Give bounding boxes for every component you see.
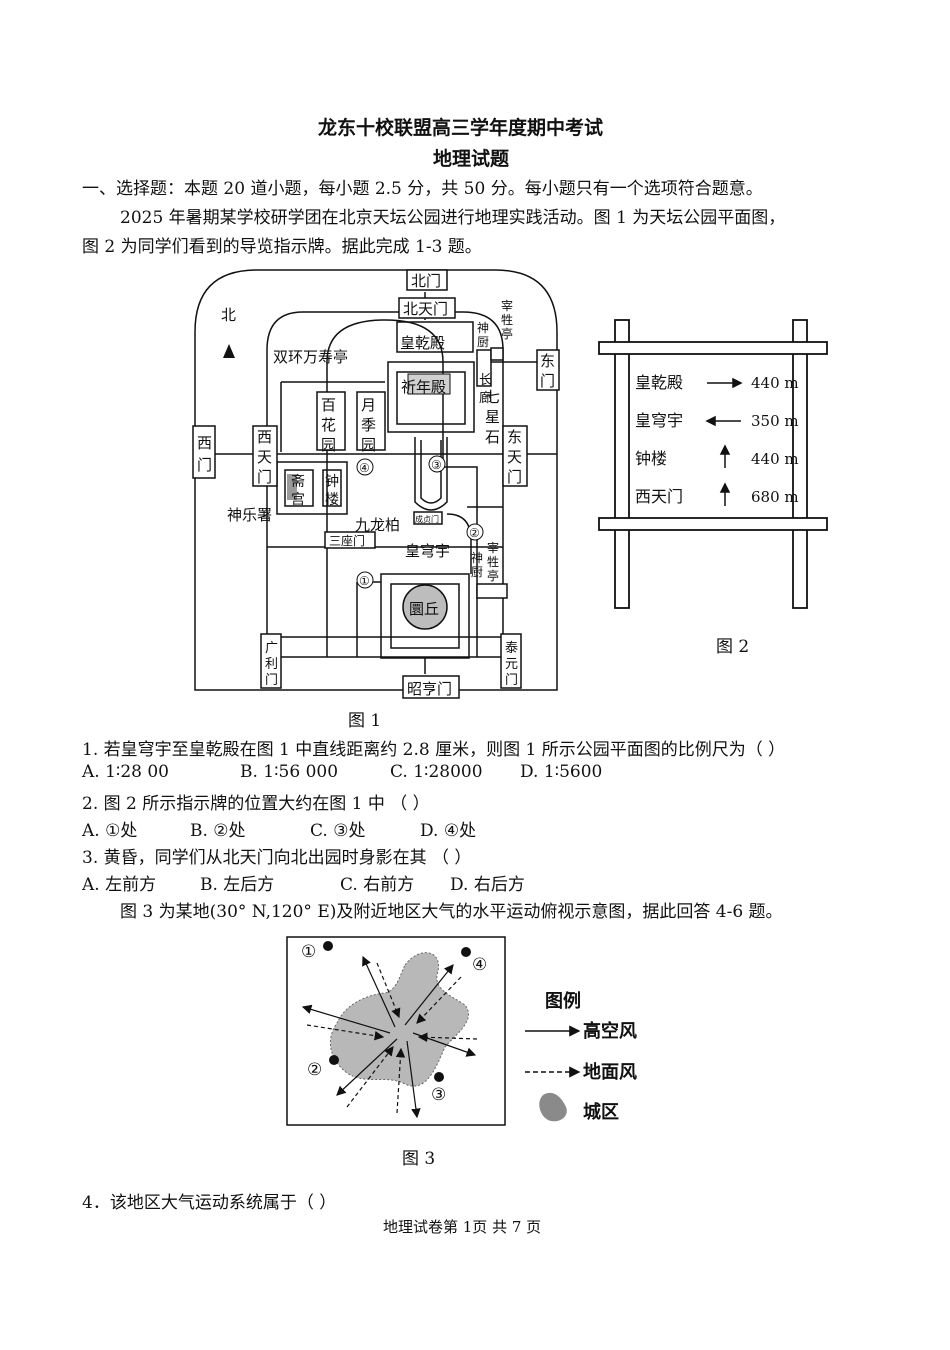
label-huangqiongyu: 皇穹宇 <box>405 542 450 560</box>
arrow-right-icon <box>732 377 743 389</box>
label-qixingshi: 七星石 <box>485 388 500 446</box>
label-shenchu: 神厨 <box>477 321 489 349</box>
q2-option-a: A. ①处 <box>82 821 138 841</box>
q3-option-c: C. 右前方 <box>340 875 415 895</box>
north-label: 北 <box>221 306 236 324</box>
label-changlang: 长廊 <box>479 373 492 406</box>
label-zhaohengmen: 昭亨门 <box>407 680 452 698</box>
page-subtitle: 地理试题 <box>433 148 510 170</box>
legend-city: 城区 <box>583 1101 619 1123</box>
label-taiyuanmen: 泰元门 <box>505 641 518 688</box>
q3-option-b: B. 左后方 <box>200 875 275 895</box>
q2-option-c: C. ③处 <box>310 821 366 841</box>
context-line-1: 2025 年暑期某学校研学团在北京天坛公园进行地理实践活动。图 1 为天坛公园平… <box>120 208 786 228</box>
q1-option-d: D. 1∶5600 <box>520 762 603 782</box>
q2-option-d: D. ④处 <box>420 821 477 841</box>
q1-option-c: C. 1∶28000 <box>390 762 483 782</box>
point-1: ① <box>301 942 316 962</box>
label-huangqiandian: 皇乾殿 <box>400 334 445 352</box>
label-dongmen: 东门 <box>540 352 555 390</box>
question-4: 4．该地区大气运动系统属于（ ） <box>82 1193 337 1213</box>
page-footer: 地理试卷第 1页 共 7 页 <box>383 1218 542 1236</box>
label-zaishengting-2: 宰牲亭 <box>487 540 499 583</box>
figure-2-caption: 图 2 <box>716 637 750 657</box>
question-3: 3. 黄昏，同学们从北天门向北出园时身影在其 （ ） <box>82 848 472 868</box>
context-fig3: 图 3 为某地(30° N,120° E)及附近地区大气的水平运动俯视示意图，据… <box>120 902 783 922</box>
label-shenchu-2: 神厨 <box>471 551 483 579</box>
label-zaishengting: 宰牲亭 <box>501 298 513 341</box>
label-yuanqiu: 圜丘 <box>409 600 439 618</box>
marker-4: ④ <box>359 461 370 475</box>
figure-3-caption: 图 3 <box>402 1149 436 1169</box>
label-beitianmen: 北天门 <box>403 300 448 318</box>
label-shenleshu: 神乐署 <box>227 506 272 524</box>
figure-2-signpost: 皇乾殿 440 m 皇穹宇 350 m 钟楼 440 m 西天门 680 m <box>598 319 828 609</box>
label-guanglimen: 广利门 <box>265 641 278 688</box>
label-zhaigong: 斋宫 <box>291 473 305 508</box>
context-line-2: 图 2 为同学们看到的导览指示牌。据此完成 1-3 题。 <box>82 237 482 257</box>
label-dongtianmen: 东天门 <box>507 428 522 486</box>
label-ximen: 西门 <box>197 434 212 474</box>
label-chengzhenmen: 成贞门 <box>415 514 439 524</box>
point-4: ④ <box>472 955 487 975</box>
sign-row-4-name: 西天门 <box>635 487 683 506</box>
q3-option-d: D. 右后方 <box>450 875 525 895</box>
sign-row-1-name: 皇乾殿 <box>635 373 683 392</box>
point-3: ③ <box>431 1085 446 1105</box>
label-shuanghuan: 双环万寿亭 <box>273 348 348 366</box>
label-qiniandian: 祈年殿 <box>401 378 446 396</box>
city-area <box>329 952 469 1087</box>
q3-option-a: A. 左前方 <box>82 875 157 895</box>
marker-1: ① <box>359 574 370 588</box>
legend-city-swatch <box>539 1092 567 1122</box>
label-zhonglou: 钟楼 <box>325 473 339 508</box>
question-2: 2. 图 2 所示指示牌的位置大约在图 1 中 （ ） <box>82 794 430 814</box>
legend-title: 图例 <box>545 990 581 1012</box>
q1-option-a: A. 1∶28 00 <box>82 762 169 782</box>
question-1: 1. 若皇穹宇至皇乾殿在图 1 中直线距离约 2.8 厘米，则图 1 所示公园平… <box>82 740 786 760</box>
sign-row-1-distance: 440 m <box>751 374 799 392</box>
figure-1-caption: 图 1 <box>348 711 382 731</box>
label-beimen: 北门 <box>411 272 441 290</box>
sign-row-3-distance: 440 m <box>751 450 799 468</box>
label-baihuayuan: 百花园 <box>321 396 336 454</box>
point-2: ② <box>307 1060 322 1080</box>
label-yuejiyuan: 月季园 <box>361 396 376 454</box>
figure-1-map: 北门 北天门 北 皇乾殿 祈年殿 双环万寿亭 神乐署 九龙柏 皇穹宇 圜丘 昭亨… <box>192 269 560 699</box>
section-heading: 一、选择题：本题 20 道小题，每小题 2.5 分，共 50 分。每小题只有一个… <box>82 179 763 199</box>
label-jiulongbai: 九龙柏 <box>355 516 400 534</box>
legend-surface-wind: 地面风 <box>583 1061 637 1083</box>
sign-row-4-distance: 680 m <box>751 488 799 506</box>
arrow-left-icon <box>705 415 716 427</box>
page-title: 龙东十校联盟高三学年度期中考试 <box>318 117 604 139</box>
figure-3-diagram: ① ④ ② ③ 图例 高空风 地面风 城区 <box>286 936 637 1126</box>
label-sanzuomen: 三座门 <box>329 533 365 548</box>
q2-option-b: B. ②处 <box>190 821 246 841</box>
legend-upper-wind: 高空风 <box>583 1020 637 1042</box>
label-xitianmen: 西天门 <box>257 428 272 486</box>
marker-3: ③ <box>431 458 442 472</box>
sign-row-3-name: 钟楼 <box>635 449 667 468</box>
sign-row-2-name: 皇穹宇 <box>635 411 683 430</box>
arrow-up-icon <box>719 482 731 493</box>
q1-option-b: B. 1∶56 000 <box>240 762 339 782</box>
marker-2: ② <box>469 526 480 540</box>
sign-row-2-distance: 350 m <box>751 412 799 430</box>
arrow-up-icon <box>719 444 731 455</box>
